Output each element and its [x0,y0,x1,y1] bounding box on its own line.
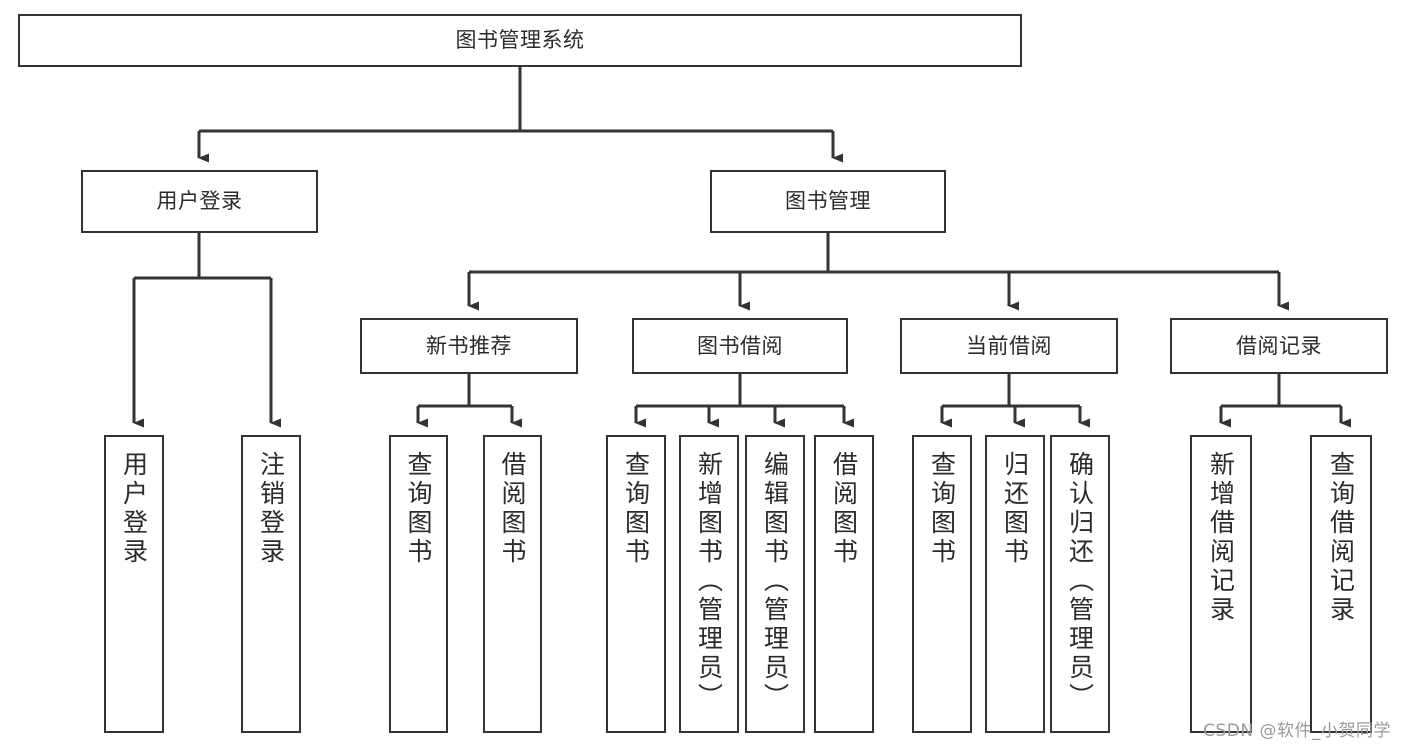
node-leaf-user-login[interactable]: 用户登录 [104,435,164,733]
node-label: 图书借阅 [697,333,783,358]
node-leaf-logout-login[interactable]: 注销登录 [241,435,301,733]
node-label: 查询图书 [621,451,651,567]
node-label: 编辑图书（管理员） [760,451,790,712]
node-leaf-newbook-borrow-book[interactable]: 借阅图书 [483,435,542,733]
node-user-login[interactable]: 用户登录 [81,170,318,233]
node-label: 借阅图书 [829,451,859,567]
node-label: 查询图书 [927,451,957,567]
node-label: 新增图书（管理员） [694,451,724,712]
node-borrow-records[interactable]: 借阅记录 [1170,318,1388,374]
watermark-text: CSDN @软件_小贺同学 [1203,721,1391,741]
node-leaf-current-confirm-return-admin[interactable]: 确认归还（管理员） [1050,435,1110,733]
node-label: 新书推荐 [426,333,512,358]
node-leaf-borrow-lend-book[interactable]: 借阅图书 [814,435,874,733]
node-label: 图书管理系统 [455,28,585,53]
node-leaf-current-query-book[interactable]: 查询图书 [912,435,972,733]
node-label: 确认归还（管理员） [1065,451,1095,712]
node-leaf-record-add-borrow-record[interactable]: 新增借阅记录 [1190,435,1252,733]
node-leaf-borrow-add-book-admin[interactable]: 新增图书（管理员） [679,435,739,733]
node-root-system[interactable]: 图书管理系统 [18,14,1022,67]
node-leaf-current-return-book[interactable]: 归还图书 [985,435,1045,733]
node-book-management[interactable]: 图书管理 [710,170,946,233]
node-new-book-recommend[interactable]: 新书推荐 [360,318,578,374]
node-label: 新增借阅记录 [1206,451,1236,625]
node-current-borrow[interactable]: 当前借阅 [900,318,1118,374]
node-label: 用户登录 [156,189,243,214]
node-leaf-record-query-borrow-record[interactable]: 查询借阅记录 [1310,435,1372,733]
node-leaf-borrow-edit-book-admin[interactable]: 编辑图书（管理员） [745,435,805,733]
node-label: 借阅记录 [1236,333,1322,358]
node-leaf-newbook-query-book[interactable]: 查询图书 [389,435,448,733]
node-label: 注销登录 [256,451,286,567]
node-label: 查询借阅记录 [1326,451,1356,625]
node-label: 用户登录 [119,451,149,567]
node-label: 图书管理 [785,189,871,214]
node-label: 归还图书 [1000,451,1030,567]
node-book-borrow[interactable]: 图书借阅 [632,318,848,374]
node-label: 当前借阅 [966,333,1052,358]
node-label: 借阅图书 [498,451,527,567]
node-leaf-borrow-query-book[interactable]: 查询图书 [606,435,666,733]
node-label: 查询图书 [404,451,433,567]
